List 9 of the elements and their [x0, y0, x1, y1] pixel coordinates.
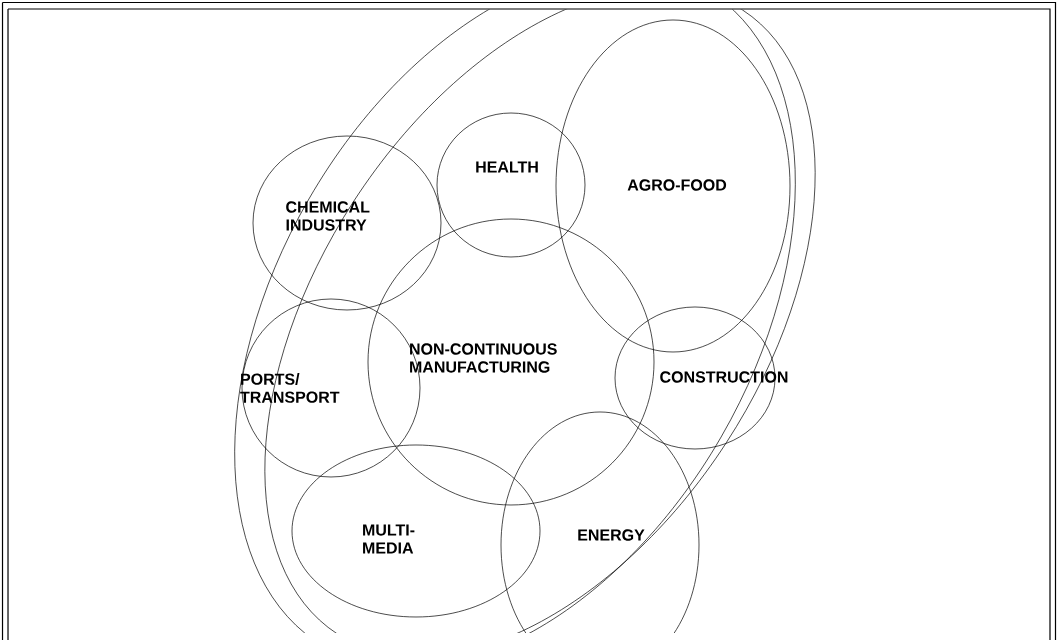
sector-label: CONSTRUCTION	[660, 371, 788, 383]
sector-label: ENERGY	[578, 529, 645, 541]
sector-label: HEALTH	[476, 161, 538, 173]
circle-outline	[500, 411, 700, 633]
sector-label: PORTS/ TRANSPORT	[240, 373, 340, 403]
sector-label: MULTI- MEDIA	[363, 524, 415, 554]
sector-label: AGRO-FOOD	[627, 179, 727, 191]
sector-label: CHEMICAL INDUSTRY	[286, 201, 370, 231]
sector-label: NON-CONTINUOUS MANUFACTURING	[410, 343, 557, 373]
